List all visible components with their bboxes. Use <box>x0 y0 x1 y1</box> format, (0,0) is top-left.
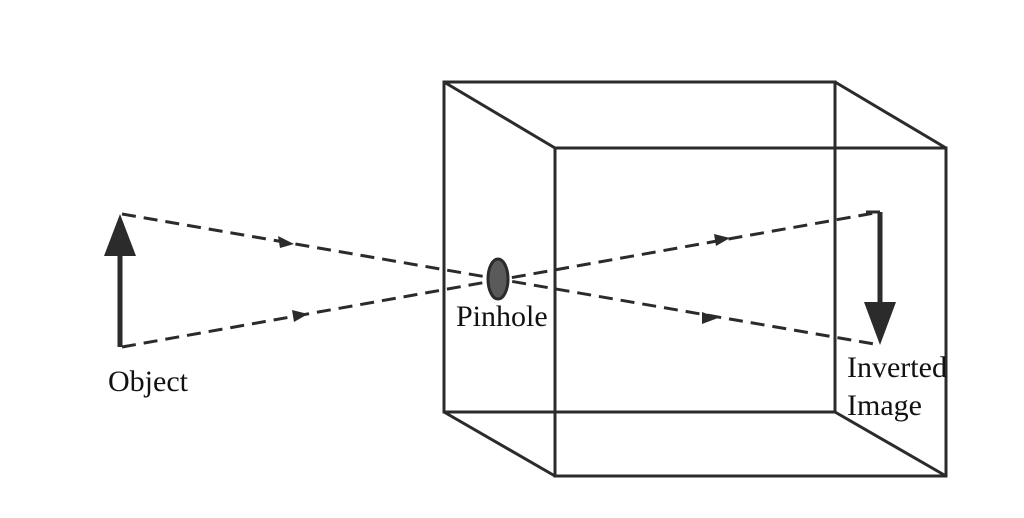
inverted-image-label-line1: Inverted <box>847 351 947 384</box>
ray-arrow-icon <box>292 310 308 322</box>
object-label: Object <box>108 365 188 398</box>
pinhole <box>486 257 510 301</box>
ray-arrow-icon <box>702 312 718 324</box>
ray-arrow-icon <box>278 236 294 248</box>
camera-box <box>442 80 948 478</box>
object-arrow <box>104 214 136 347</box>
arrow-up-icon <box>104 214 136 256</box>
arrow-down-icon <box>864 302 896 345</box>
box-edge-top-right <box>834 80 947 150</box>
box-back-face <box>442 80 837 414</box>
ray-arrow-icon <box>714 234 730 246</box>
box-front-face <box>553 146 948 478</box>
inverted-image-arrow <box>864 210 896 345</box>
inverted-image-label-line2: Image <box>847 389 922 422</box>
box-edge-top-left <box>443 80 556 150</box>
box-edge-bottom-right <box>834 410 947 478</box>
ray-direction-arrows <box>278 234 730 324</box>
pinhole-label: Pinhole <box>456 300 548 333</box>
box-edge-bottom-left <box>443 410 556 478</box>
